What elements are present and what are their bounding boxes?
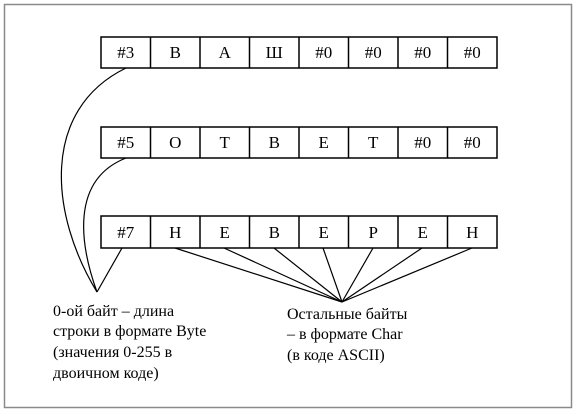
byte-cell: #0 — [464, 43, 481, 62]
byte-cell: Е — [319, 223, 329, 242]
byte-cell: #5 — [117, 133, 134, 152]
outer-frame — [3, 3, 573, 409]
length-byte-connectors — [60, 67, 127, 293]
byte-cell: #7 — [117, 223, 135, 242]
fan-line — [322, 247, 343, 303]
caption-line: двоичном коде) — [53, 365, 159, 382]
byte-row-2: #5 О Т В Е Т #0 #0 — [100, 126, 498, 159]
byte-cell: Е — [418, 223, 428, 242]
byte-cell: Ш — [266, 43, 283, 62]
byte-cell: Р — [369, 223, 378, 242]
caption-line: (в коде ASCII) — [287, 347, 385, 364]
fan-line — [341, 247, 423, 303]
byte-cell: Т — [220, 133, 231, 152]
byte-cell: Е — [220, 223, 230, 242]
byte-cell: В — [269, 223, 280, 242]
byte-cell: О — [169, 133, 181, 152]
byte-cell: А — [219, 43, 232, 62]
byte-cell: Н — [169, 223, 181, 242]
byte-cell: #0 — [464, 133, 481, 152]
byte-cell: Е — [319, 133, 329, 152]
byte-cell: #0 — [414, 133, 431, 152]
byte-cell: #0 — [315, 43, 332, 62]
byte-cell: В — [170, 43, 181, 62]
caption-line: 0-ой байт – длина — [53, 303, 174, 320]
connector-curve-row-2 — [83, 157, 127, 293]
length-byte-caption: 0-ой байт – длина строки в формате Byte … — [53, 303, 206, 382]
caption-line: Остальные байты — [287, 306, 408, 323]
byte-row-1: #3 В А Ш #0 #0 #0 #0 — [100, 36, 498, 69]
fan-line — [273, 247, 343, 303]
byte-cell: Н — [466, 223, 478, 242]
connector-curve-row-1 — [60, 67, 127, 293]
byte-cell: #0 — [365, 43, 382, 62]
byte-cell: В — [269, 133, 280, 152]
fan-line — [341, 247, 374, 303]
caption-line: (значения 0-255 в — [53, 344, 173, 361]
byte-cell: #0 — [414, 43, 431, 62]
connector-line-row-3 — [96, 247, 123, 293]
caption-line: строки в формате Byte — [53, 323, 206, 340]
byte-cell: Т — [368, 133, 379, 152]
caption-line: – в формате Char — [286, 326, 403, 343]
byte-row-3: #7 Н Е В Е Р Е Н — [100, 215, 498, 249]
byte-cell: #3 — [117, 43, 134, 62]
char-byte-connectors — [174, 247, 473, 303]
fan-line — [223, 247, 343, 303]
fan-line — [341, 247, 473, 303]
fan-line — [174, 247, 343, 303]
char-bytes-caption: Остальные байты – в формате Char (в коде… — [286, 306, 408, 364]
